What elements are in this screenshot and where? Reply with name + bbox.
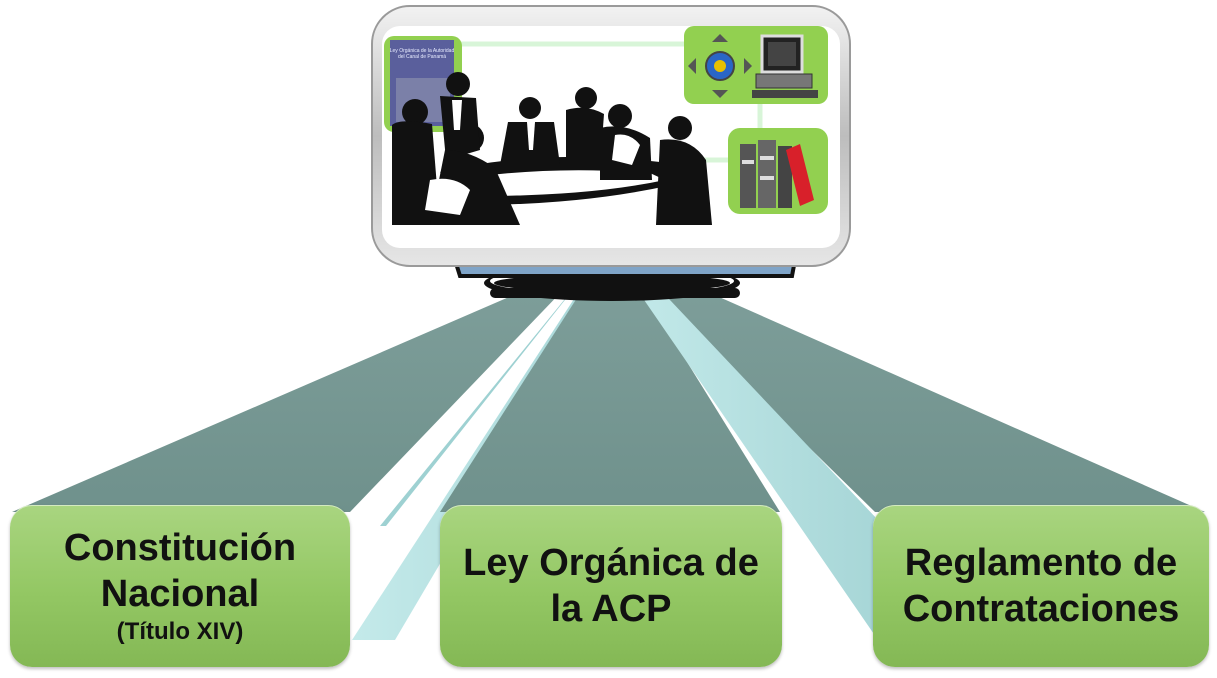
reglamento-line-1: Reglamento de <box>904 542 1178 584</box>
constitucion-line-1: Constitución <box>63 527 297 569</box>
constitucion-subtitle: (Título XIV) <box>116 618 244 645</box>
ley-organica-line-1: Ley Orgánica de <box>463 542 759 584</box>
booklet-title: Ley Orgánica de la Autoridad del Canal d… <box>389 48 455 60</box>
beam-center <box>440 262 780 512</box>
constitucion-line-2: Nacional <box>100 573 260 615</box>
beam-right <box>618 262 1205 640</box>
computer-panel <box>684 26 828 104</box>
books-panel <box>728 128 828 214</box>
reglamento-line-2: Contrataciones <box>902 588 1180 630</box>
ley-organica-box: Ley Orgánica de la ACP <box>440 505 782 667</box>
meeting-illustration <box>392 72 712 225</box>
constitucion-box: Constitución Nacional (Título XIV) <box>10 505 350 667</box>
reglamento-box: Reglamento de Contrataciones <box>873 505 1209 667</box>
ley-organica-line-2: la ACP <box>550 588 672 630</box>
